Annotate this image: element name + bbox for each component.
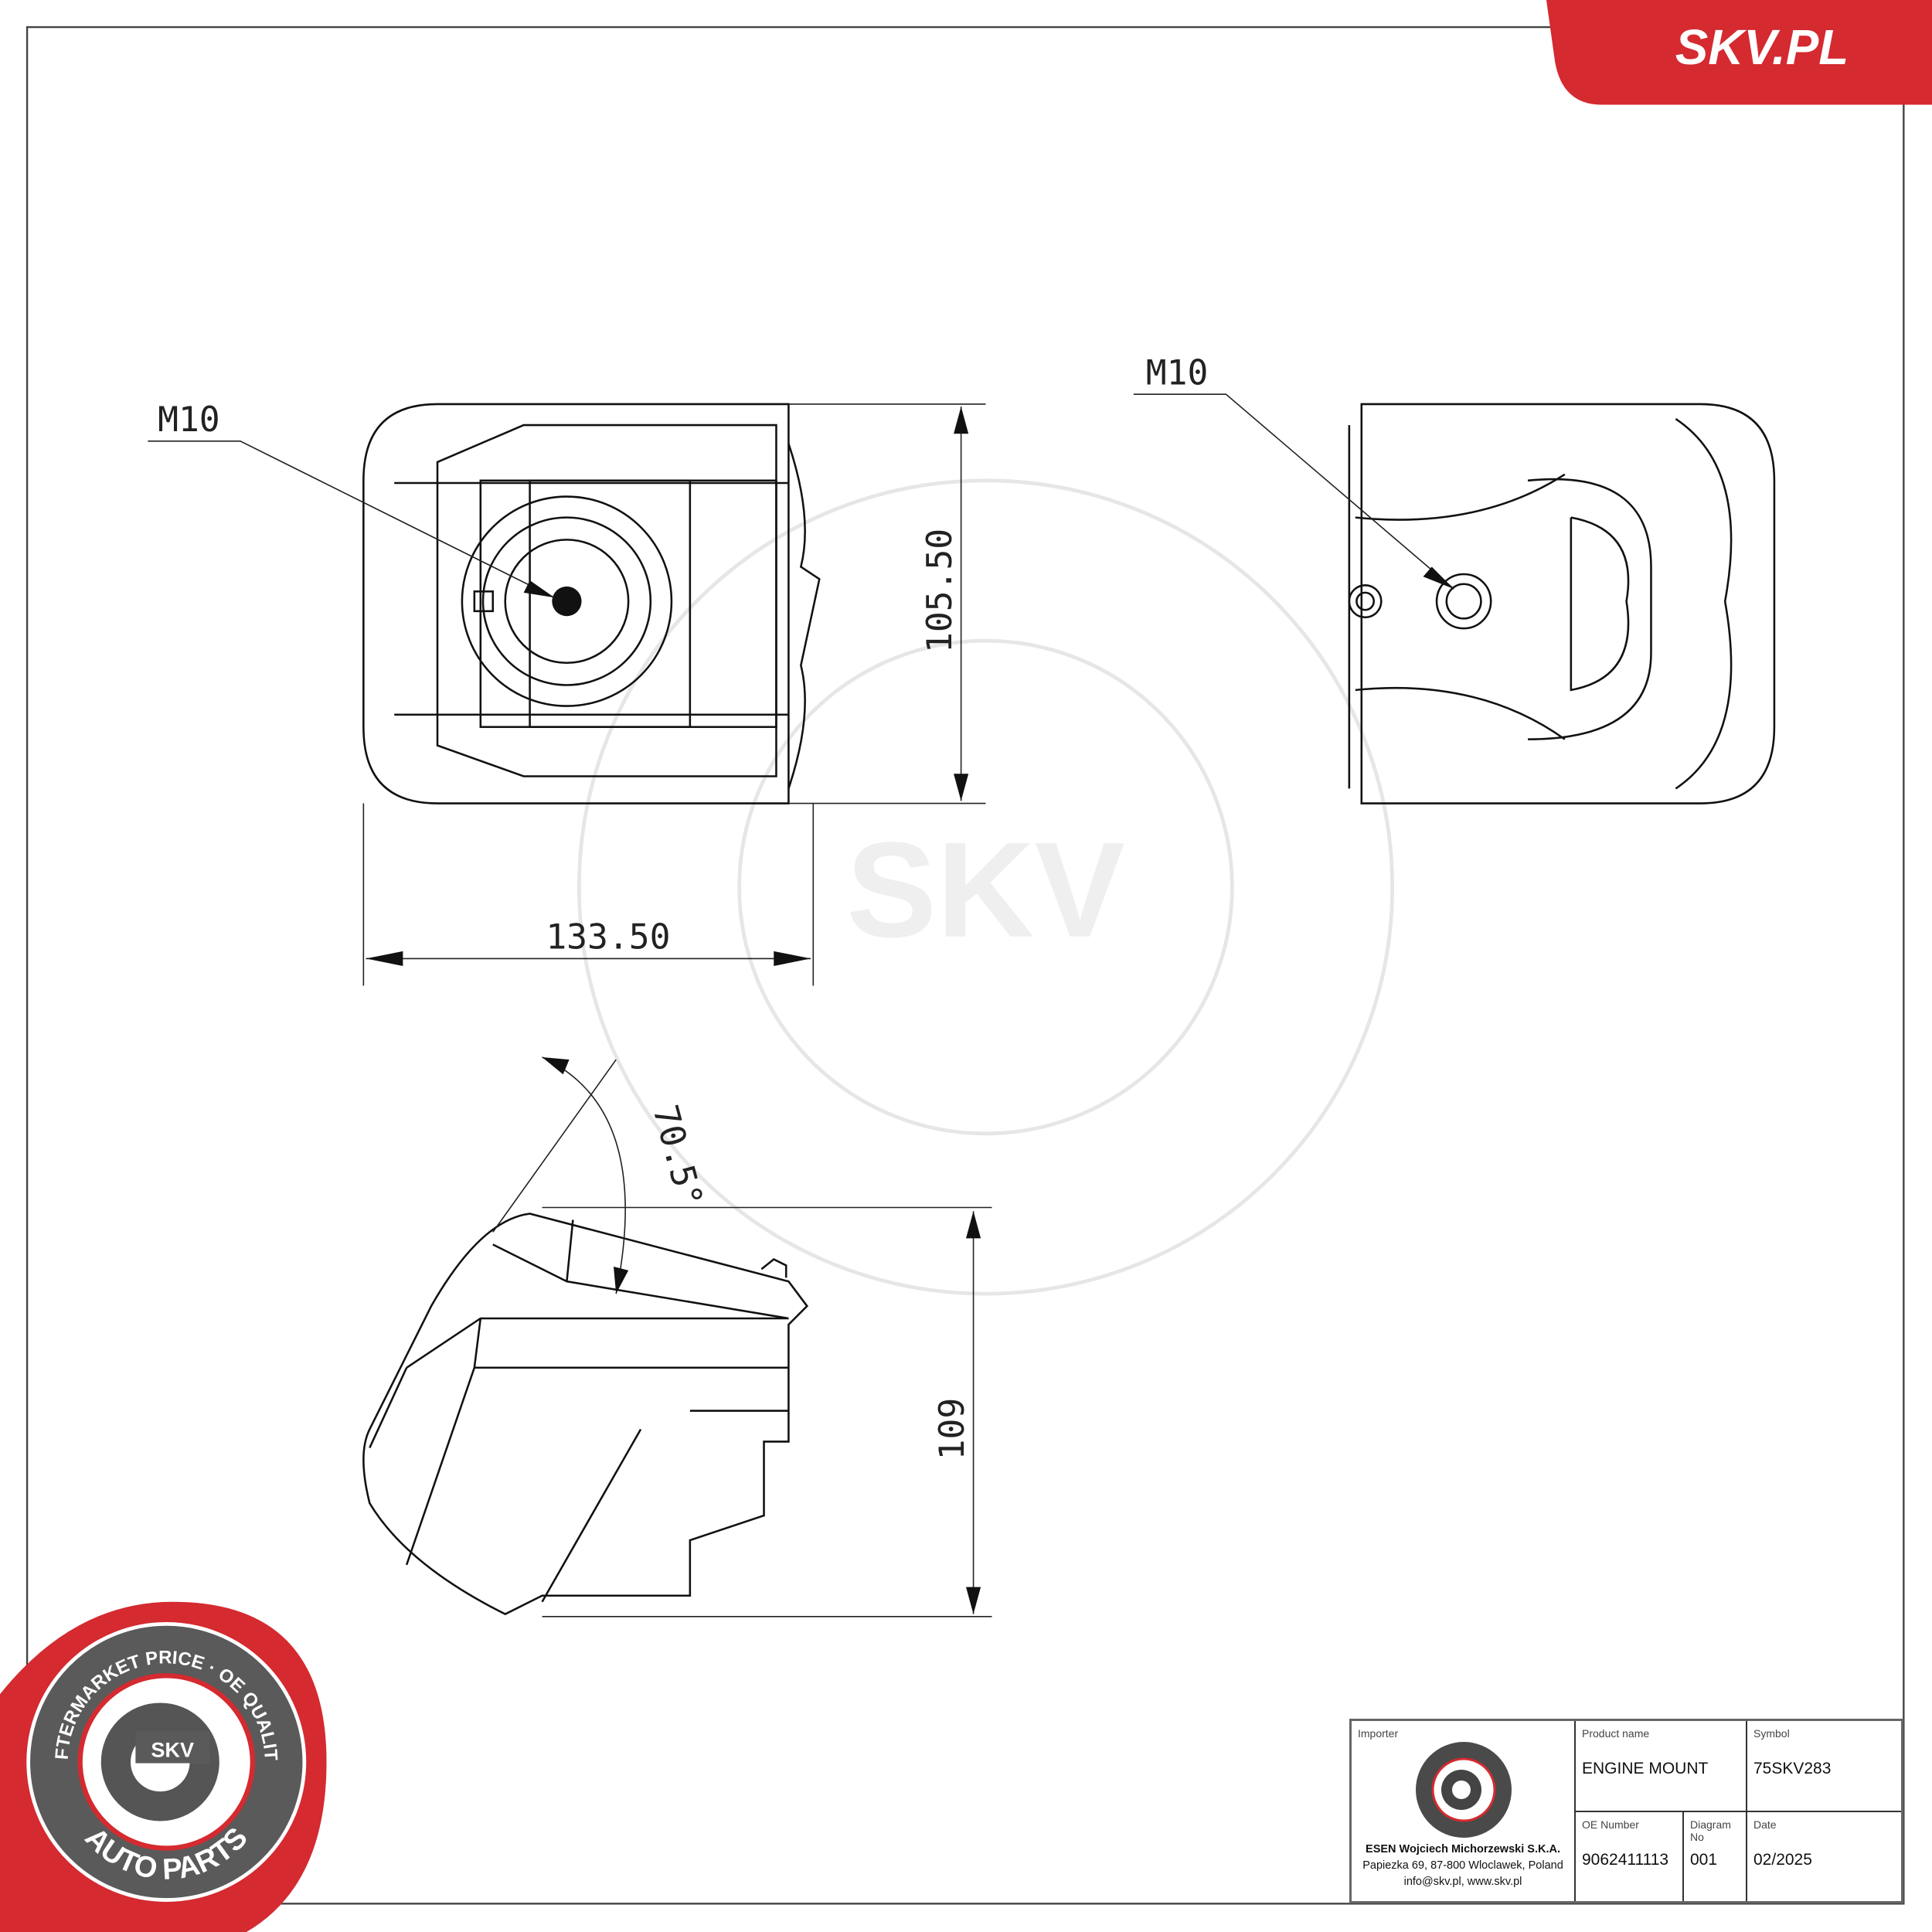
drawing-frame xyxy=(26,26,1905,1905)
date-label: Date xyxy=(1753,1818,1777,1831)
side-view xyxy=(1133,393,1776,804)
oe-number-label: OE Number xyxy=(1582,1818,1639,1831)
thread-label-side: M10 xyxy=(1146,352,1209,393)
symbol: 75SKV283 xyxy=(1753,1760,1832,1777)
svg-text:SKV: SKV xyxy=(846,815,1125,966)
front-view xyxy=(148,403,986,986)
product-name-cell: Product name ENGINE MOUNT xyxy=(1576,1721,1747,1812)
importer-cell: Importer ESEN Wojciech Michorzewski S.K.… xyxy=(1352,1721,1576,1901)
importer-address: Papiezka 69, 87-800 Wloclawek, Poland xyxy=(1362,1859,1563,1872)
dim-width-front: 133.50 xyxy=(546,917,670,957)
logo-center-text: SKV xyxy=(151,1738,194,1762)
svg-text:AFTERMARKET PRICE · OE QUALITY: AFTERMARKET PRICE · OE QUALITY xyxy=(0,0,281,1762)
brand-name: SKV.PL xyxy=(1675,19,1849,75)
logo-top-text: AFTERMARKET PRICE · OE QUALITY xyxy=(0,0,281,1762)
skv-logo-badge: AFTERMARKET PRICE · OE QUALITY AUTO PART… xyxy=(0,0,327,1932)
brand-tab xyxy=(1546,0,1932,105)
oe-diagram-cell: OE Number 9062411113 Diagram No 001 xyxy=(1576,1812,1747,1901)
date-cell: Date 02/2025 xyxy=(1747,1812,1901,1901)
title-block: Importer ESEN Wojciech Michorzewski S.K.… xyxy=(1349,1719,1903,1903)
dim-height-front: 105.50 xyxy=(920,529,960,653)
symbol-label: Symbol xyxy=(1753,1727,1790,1740)
angled-view xyxy=(362,1056,992,1617)
importer-label: Importer xyxy=(1358,1727,1399,1740)
thread-label-front: M10 xyxy=(158,400,220,440)
symbol-cell: Symbol 75SKV283 xyxy=(1747,1721,1901,1812)
product-name: ENGINE MOUNT xyxy=(1582,1760,1709,1777)
importer-logo xyxy=(1416,1742,1512,1838)
dim-angle: 70.5° xyxy=(645,1100,710,1211)
watermark-gear: SKV xyxy=(577,478,1395,1296)
diagram-no-label: Diagram No xyxy=(1690,1818,1731,1843)
date: 02/2025 xyxy=(1753,1851,1812,1869)
product-name-label: Product name xyxy=(1582,1727,1650,1740)
importer-name: ESEN Wojciech Michorzewski S.K.A. xyxy=(1366,1843,1560,1855)
importer-contact: info@skv.pl, www.skv.pl xyxy=(1403,1876,1522,1888)
oe-number: 9062411113 xyxy=(1582,1851,1669,1869)
dim-height-bottom: 109 xyxy=(932,1398,972,1461)
diagram-no: 001 xyxy=(1690,1851,1718,1869)
